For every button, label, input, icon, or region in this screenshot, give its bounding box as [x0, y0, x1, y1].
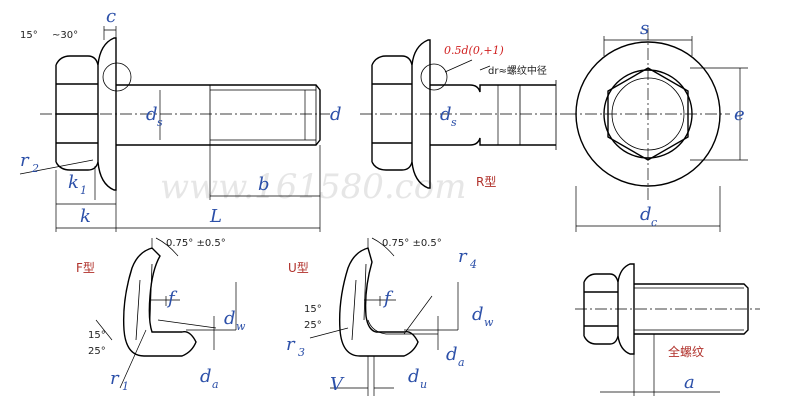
dim-r1: r — [110, 368, 120, 389]
dim-ds2: d — [440, 104, 452, 125]
label-u-type: U型 — [288, 261, 309, 275]
dim-da2: d — [446, 344, 458, 365]
dim-dc-sub: c — [651, 216, 657, 229]
dim-r4: r — [458, 246, 468, 267]
f-tol: 0.75° ±0.5° — [166, 238, 226, 249]
u-tol: 0.75° ±0.5° — [382, 238, 442, 249]
dim-c: c — [106, 6, 116, 27]
angle-30: ~30° — [52, 30, 78, 41]
dim-e: e — [734, 104, 745, 125]
dim-du: d — [408, 366, 420, 387]
dim-du-sub: u — [420, 378, 427, 391]
dim-da: d — [200, 366, 212, 387]
u-lip-25: 25° — [304, 320, 322, 331]
dim-b: b — [258, 174, 270, 195]
label-r-type: R型 — [476, 175, 496, 189]
label-full-thread: 全螺纹 — [668, 344, 704, 359]
angle-15: 15° — [20, 30, 38, 41]
dim-dw2: d — [472, 304, 484, 325]
watermark: www.161580.com — [160, 167, 466, 207]
dim-ds2-sub: s — [451, 116, 457, 129]
dim-r3-sub: 3 — [298, 346, 305, 359]
dim-r4-sub: 4 — [469, 258, 477, 271]
end-view — [565, 28, 748, 232]
dim-s: s — [640, 18, 649, 39]
dim-da2-sub: a — [458, 356, 465, 369]
dim-V: V — [330, 374, 345, 395]
dim-dw: d — [224, 308, 236, 329]
dr-note: dr≈螺纹中径 — [488, 64, 547, 77]
dim-d: d — [330, 104, 342, 125]
dim-k1-sub: 1 — [80, 184, 87, 197]
dim-r3: r — [286, 334, 296, 355]
main-bolt — [19, 26, 330, 232]
dim-k1: k — [68, 172, 79, 193]
dim-dc: d — [640, 204, 652, 225]
f-lip-25: 25° — [88, 346, 106, 357]
dim-ds-sub: s — [157, 116, 163, 129]
label-f-type: F型 — [76, 261, 95, 275]
dim-da-sub: a — [212, 378, 219, 391]
dim-dw-sub: w — [236, 320, 246, 333]
f-type-detail — [95, 237, 237, 389]
dim-r2: r — [20, 150, 30, 171]
dim-f: f — [166, 288, 178, 309]
u-type-detail — [309, 237, 459, 396]
dim-half-d: 0.5d(0,+1) — [444, 44, 504, 57]
full-thread-bolt — [575, 263, 760, 396]
dim-k: k — [80, 206, 91, 227]
f-lip-15: 15° — [88, 330, 106, 341]
dim-f2: f — [382, 288, 394, 309]
dim-L: L — [209, 206, 222, 227]
dim-a: a — [684, 372, 695, 393]
dim-r2-sub: 2 — [31, 162, 39, 175]
r-type-bolt — [360, 39, 565, 189]
dim-dw2-sub: w — [484, 316, 494, 329]
u-lip-15: 15° — [304, 304, 322, 315]
dim-r1-sub: 1 — [122, 380, 129, 393]
dim-ds: d — [146, 104, 158, 125]
